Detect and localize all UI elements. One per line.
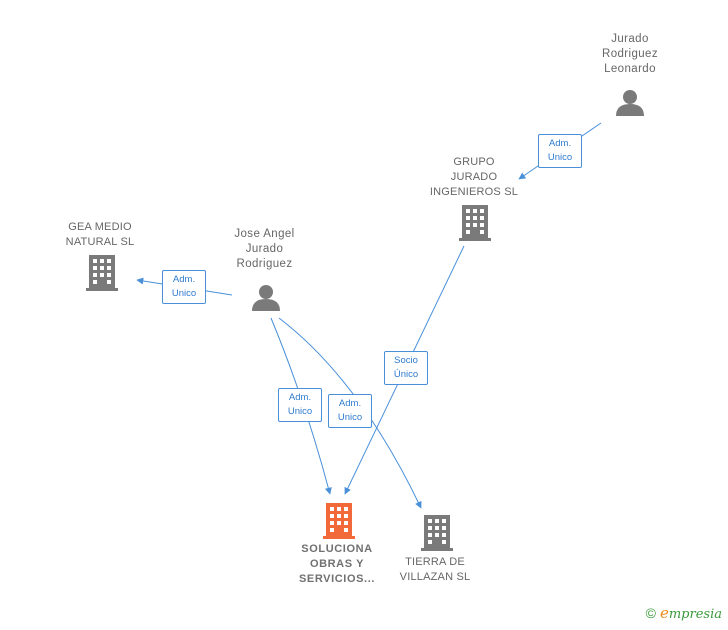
building-icon[interactable]	[421, 515, 453, 551]
node-label-jose-angel[interactable]: Jose Angel Jurado Rodriguez	[234, 228, 295, 270]
building-icon[interactable]	[459, 205, 491, 241]
person-icon[interactable]	[251, 283, 281, 311]
node-label-grupo-jurado[interactable]: GRUPO JURADO INGENIEROS SL	[429, 156, 519, 198]
brand-initial: e	[659, 604, 669, 622]
person-icon[interactable]	[615, 88, 645, 116]
node-label-soluciona[interactable]: SOLUCIONA OBRAS Y SERVICIOS...	[298, 543, 376, 585]
node-label-leonardo[interactable]: Jurado Rodriguez Leonardo	[601, 33, 659, 75]
brand-name: mpresia	[668, 607, 722, 622]
edge-label-adm-unico: Adm. Unico	[538, 134, 582, 168]
node-label-tierra-villazan[interactable]: TIERRA DE VILLAZAN SL	[399, 556, 471, 583]
building-icon[interactable]	[86, 255, 118, 291]
empresia-logo: ©empresia	[646, 604, 722, 622]
edge-label-adm-unico: Adm. Unico	[162, 270, 206, 304]
building-icon[interactable]	[323, 503, 355, 539]
edge-label-socio-unico: Socio Único	[384, 351, 428, 385]
edge-label-adm-unico: Adm. Unico	[278, 388, 322, 422]
node-label-gea-medio[interactable]: GEA MEDIO NATURAL SL	[65, 221, 135, 248]
copyright-symbol: ©	[645, 605, 656, 621]
edge-label-adm-unico: Adm. Unico	[328, 394, 372, 428]
